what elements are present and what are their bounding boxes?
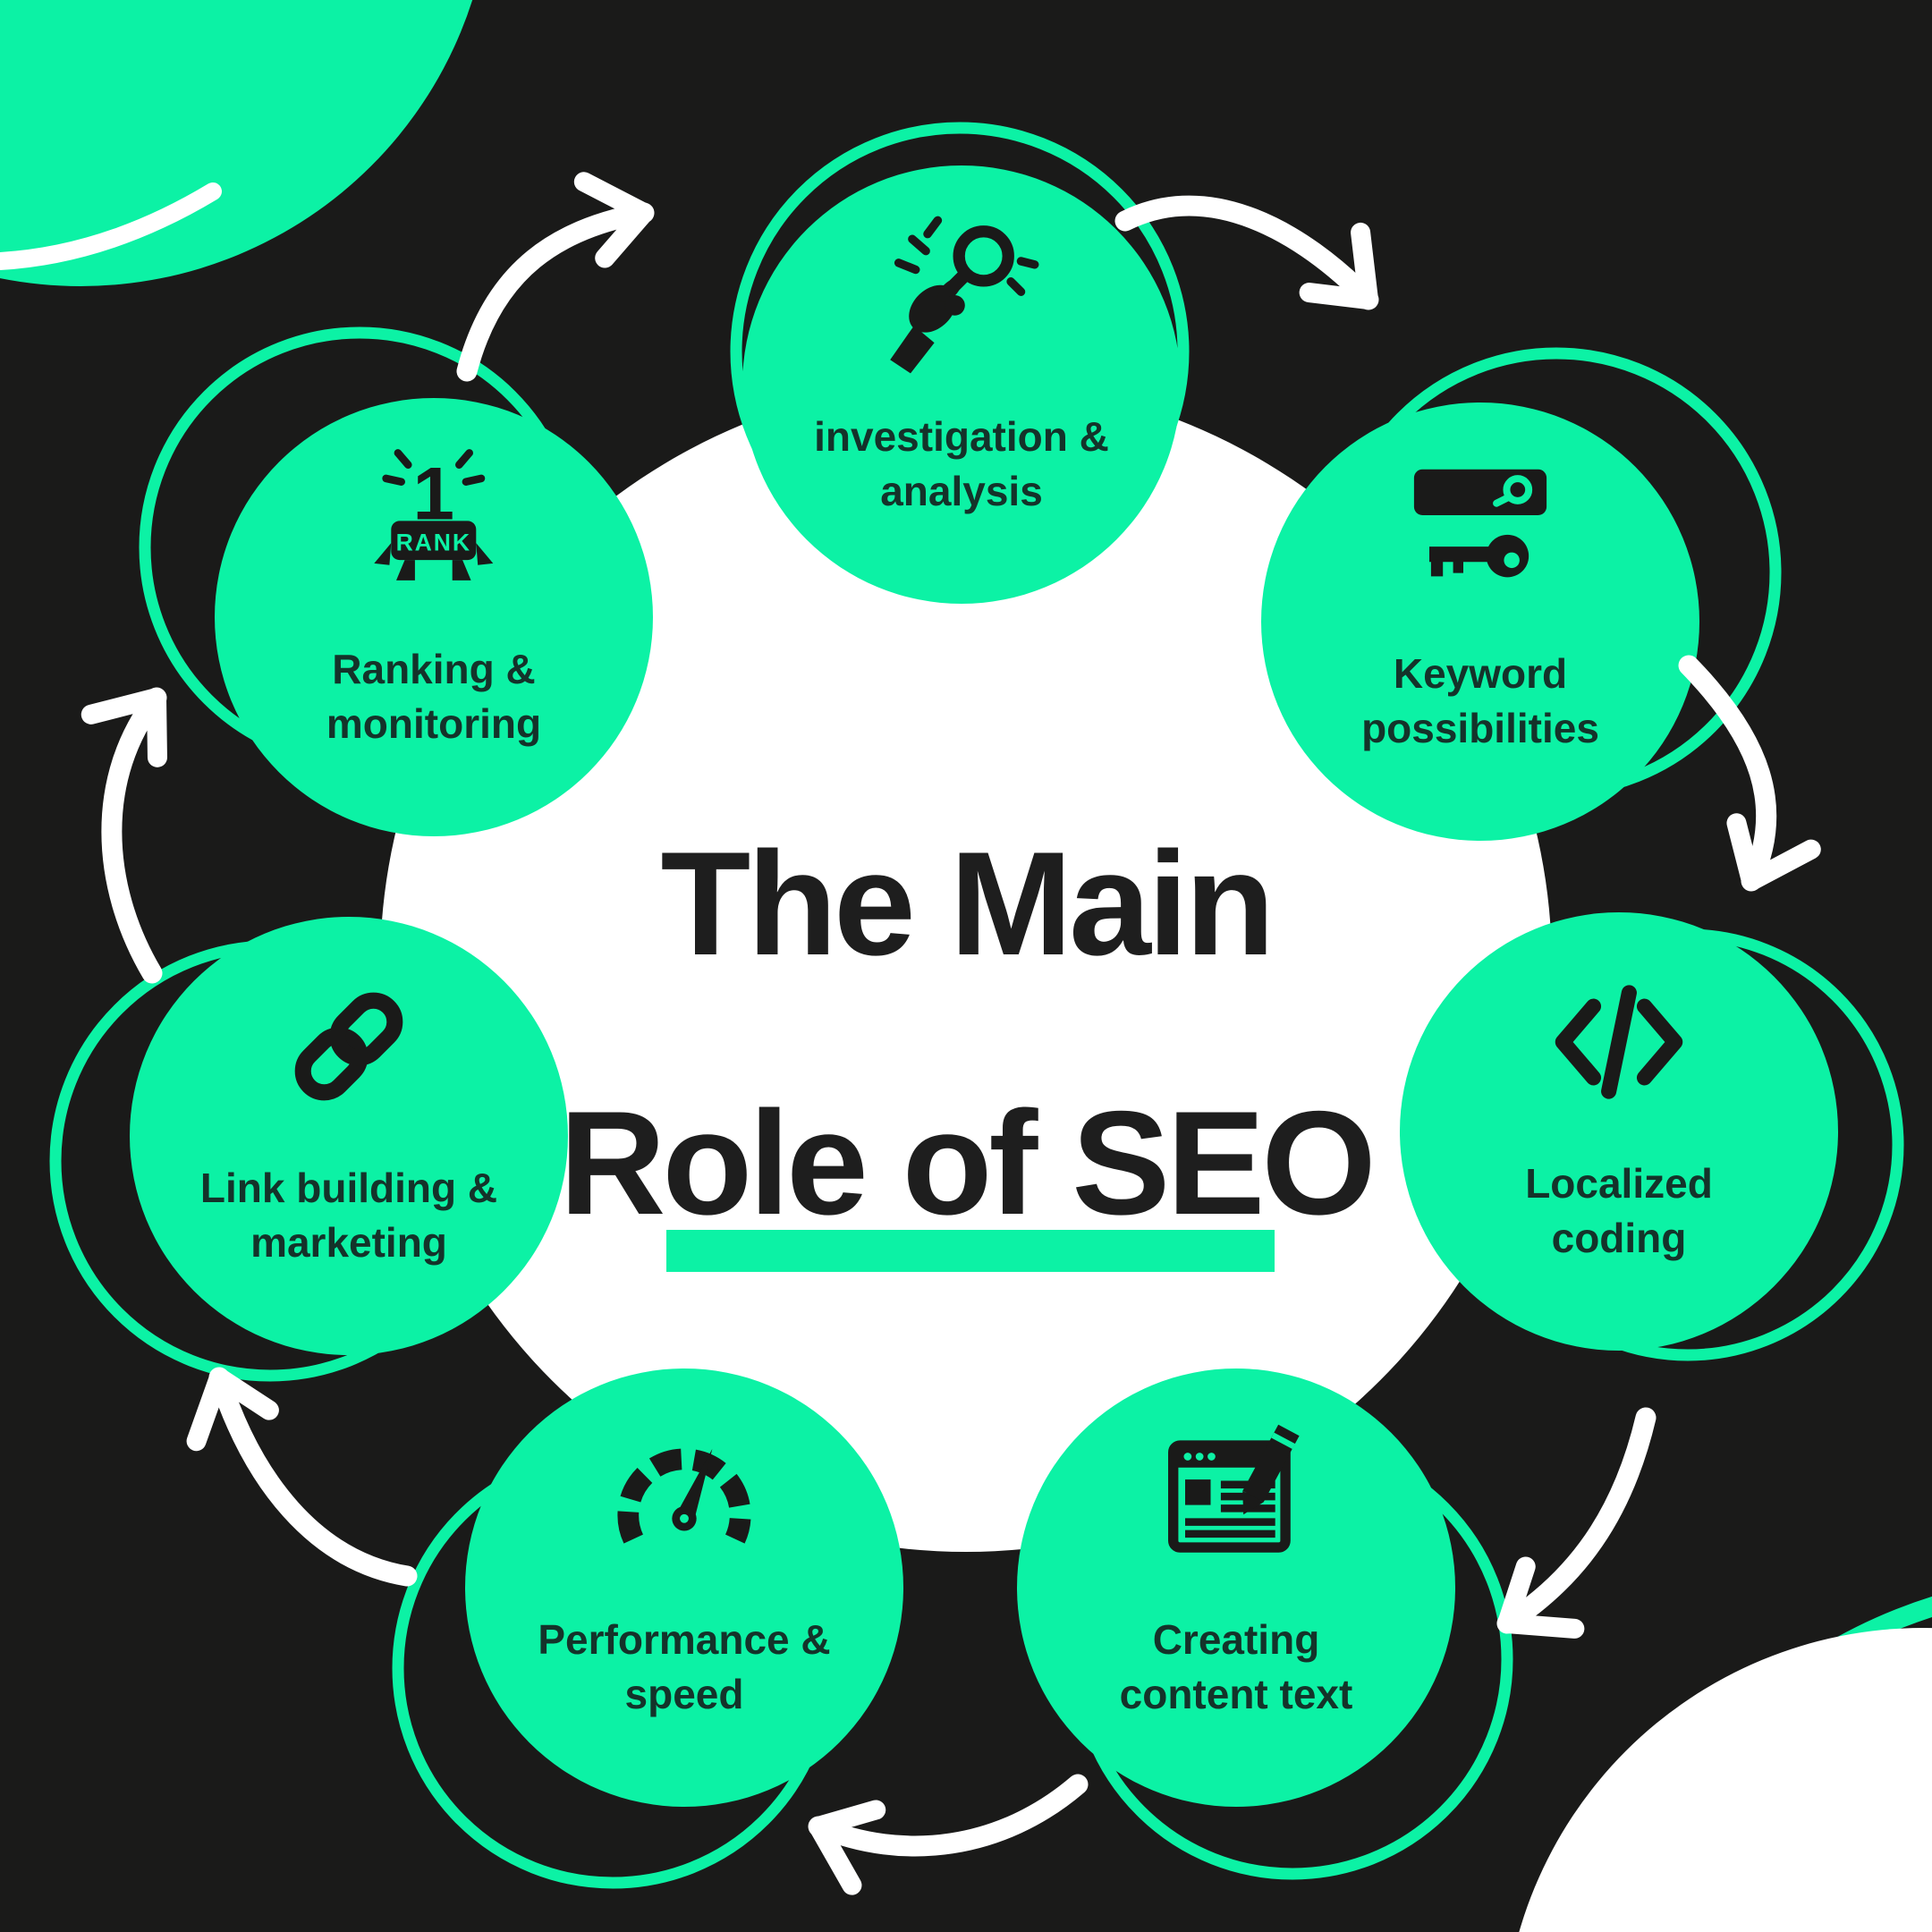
node-label-link-building-marketing: Link building & marketing <box>199 1165 498 1266</box>
code-icon <box>1555 985 1683 1099</box>
node-label-creating-content-text: Creating content text <box>1119 1616 1353 1717</box>
decor-arc-top-left <box>0 182 222 270</box>
magnifier-hand-icon <box>890 216 1039 374</box>
chain-link-icon <box>294 992 403 1101</box>
rank-number-one-icon: 1 RANK <box>374 449 494 580</box>
arrow-investigation-to-keyword <box>1114 195 1379 310</box>
node-keyword-possibilities <box>1261 347 1782 841</box>
node-performance-speed <box>392 1368 903 1889</box>
decor-circle-bottom-right <box>1519 1628 1932 1932</box>
node-label-localized-coding: Localized coding <box>1525 1160 1713 1261</box>
node-localized-coding <box>1400 912 1904 1361</box>
arrow-performance-to-link <box>186 1367 418 1587</box>
node-creating-content-text <box>1017 1368 1513 1880</box>
node-label-investigation-analysis: investigation & analysis <box>814 413 1109 514</box>
search-key-icon <box>1413 469 1547 578</box>
arrow-creating-to-performance <box>808 1774 1089 1895</box>
speedometer-icon <box>617 1448 751 1544</box>
content-edit-icon <box>1168 1424 1300 1553</box>
node-label-keyword-possibilities: Keyword possibilities <box>1361 650 1599 751</box>
arrow-link-to-ranking <box>80 687 168 984</box>
node-link-building-marketing <box>49 917 568 1382</box>
arrow-localized-to-creating <box>1496 1407 1657 1639</box>
arrow-ranking-to-investigation <box>456 172 655 382</box>
node-investigation-analysis <box>730 122 1190 604</box>
title-underline <box>666 1230 1275 1272</box>
decor-circle-top-left <box>0 0 473 286</box>
node-label-performance-speed: Performance & speed <box>538 1616 831 1717</box>
page-title: The Main Role of SEO <box>559 821 1376 1245</box>
arrow-keyword-to-localized <box>1678 655 1821 892</box>
node-ranking-monitoring: 1 RANK <box>139 326 653 836</box>
node-label-ranking-monitoring: Ranking & monitoring <box>326 646 542 747</box>
rank-word: RANK <box>396 530 471 556</box>
flow-arrows <box>80 172 1821 1895</box>
